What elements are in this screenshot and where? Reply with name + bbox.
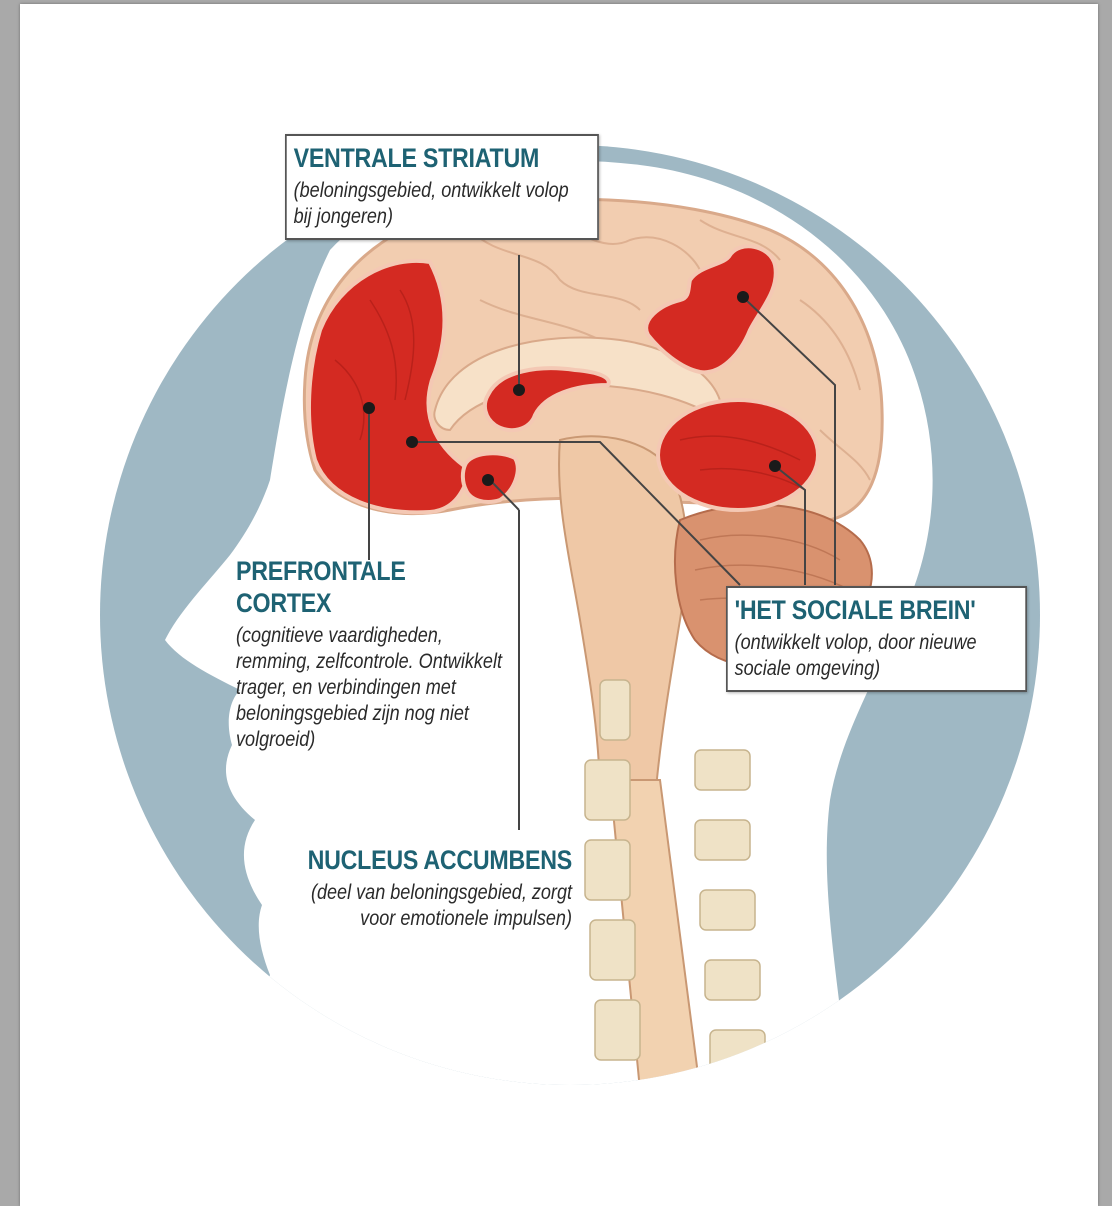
social-brain-description: (ontwikkelt volop, door nieuwe sociale o… <box>735 630 1019 682</box>
prefrontal-cortex-description: (cognitieve vaardigheden, remming, zelfc… <box>236 623 503 753</box>
ventral-striatum-description: (beloningsgebied, ontwikkelt volop bij j… <box>294 178 591 230</box>
social-brain-lower-region <box>658 400 818 510</box>
prefrontal-cortex-label: PREFRONTALE CORTEX (cognitieve vaardighe… <box>236 555 503 753</box>
ventral-striatum-label: VENTRALE STRIATUM (beloningsgebied, ontw… <box>285 134 599 240</box>
prefrontal-cortex-title: PREFRONTALE CORTEX <box>236 555 503 619</box>
nucleus-accumbens-title: NUCLEUS ACCUMBENS <box>288 844 572 876</box>
nucleus-accumbens-description: (deel van beloningsgebied, zorgt voor em… <box>288 880 572 932</box>
social-brain-title: 'HET SOCIALE BREIN' <box>735 594 1019 626</box>
ventral-striatum-title: VENTRALE STRIATUM <box>294 142 591 174</box>
nucleus-accumbens-label: NUCLEUS ACCUMBENS (deel van beloningsgeb… <box>288 844 572 932</box>
social-brain-label: 'HET SOCIALE BREIN' (ontwikkelt volop, d… <box>726 586 1027 692</box>
